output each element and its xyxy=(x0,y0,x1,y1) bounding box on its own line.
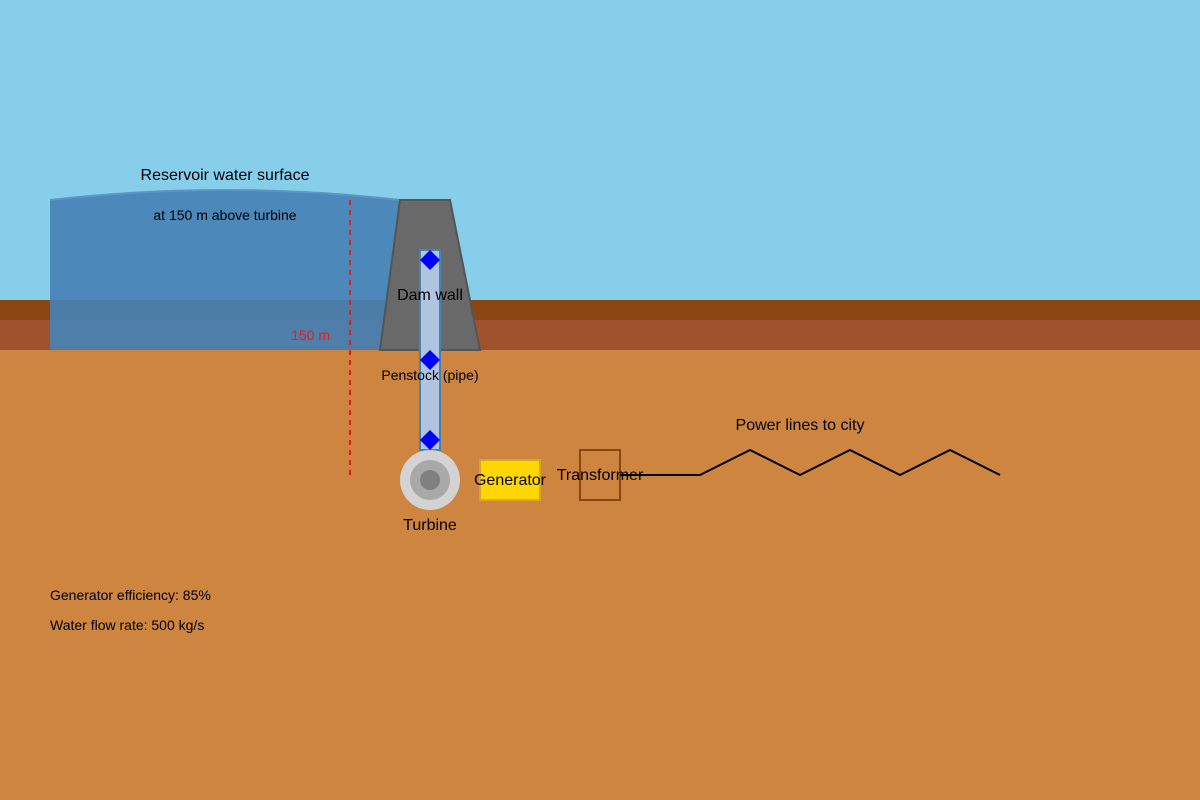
reservoir-water xyxy=(50,190,400,350)
reservoir-title-label: Reservoir water surface xyxy=(141,167,310,184)
dam-label: Dam wall xyxy=(397,287,463,304)
penstock-label: Penstock (pipe) xyxy=(381,367,478,383)
flow-marker-3 xyxy=(420,430,440,450)
turbine-label: Turbine xyxy=(403,517,457,534)
power-lines-label: Power lines to city xyxy=(736,417,865,434)
flow-marker-2 xyxy=(420,350,440,370)
reservoir-subtitle-label: at 150 m above turbine xyxy=(153,207,296,223)
turbine-hub xyxy=(420,470,440,490)
generator-label: Generator xyxy=(474,472,547,489)
reservoir-surface-highlight xyxy=(49,189,401,201)
power-lines xyxy=(620,448,1001,477)
ground xyxy=(0,350,1200,800)
flow-rate-info: Water flow rate: 500 kg/s xyxy=(50,617,204,633)
efficiency-info: Generator efficiency: 85% xyxy=(50,587,211,603)
height-label: 150 m xyxy=(291,327,330,343)
transformer-label: Transformer xyxy=(557,467,644,484)
flow-marker-1 xyxy=(420,250,440,270)
generator-box xyxy=(479,459,541,501)
